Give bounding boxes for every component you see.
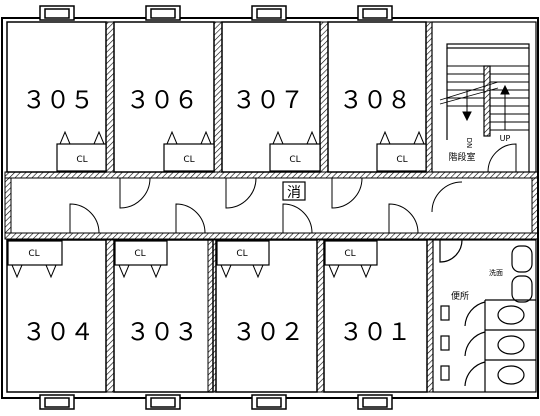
room-number-301: ３０１ <box>339 318 411 346</box>
corridor-west-wall <box>4 177 12 234</box>
closet-label-308: CL <box>396 155 407 165</box>
stair-down-label: DN <box>465 138 473 149</box>
corridor-north-wall <box>4 171 539 179</box>
corridor-label: 消 <box>287 185 301 201</box>
closet-label-304: CL <box>28 249 39 259</box>
room-number-303: ３０３ <box>126 318 198 346</box>
room-number-305: ３０５ <box>22 86 94 114</box>
stair-arrows <box>462 84 510 130</box>
restroom-wash-label: 洗面 <box>489 268 503 277</box>
closets-bottom <box>7 240 378 266</box>
stair-treads <box>439 65 529 131</box>
corridor-east-wall <box>531 177 539 234</box>
corridor-south-wall <box>4 232 539 240</box>
room-number-308: ３０８ <box>339 86 411 114</box>
closet-labels: CL CL CL CL CL CL CL CL <box>28 155 407 259</box>
top-window-boxes <box>39 5 393 21</box>
room-number-306: ３０６ <box>126 86 198 114</box>
room-number-304: ３０４ <box>22 318 94 346</box>
room-number-302: ３０２ <box>232 318 304 346</box>
room-number-307: ３０７ <box>232 86 304 114</box>
corridor-doors-top <box>119 177 463 213</box>
corridor-label-box <box>282 181 306 201</box>
closets-top <box>56 143 427 172</box>
restroom-toilet-label: 便所 <box>451 290 469 302</box>
bottom-window-boxes <box>39 394 393 410</box>
closet-label-305: CL <box>76 155 87 165</box>
closet-label-302: CL <box>236 249 247 259</box>
closet-label-303: CL <box>134 249 145 259</box>
closet-label-306: CL <box>183 155 194 165</box>
closet-door-marks-bottom <box>11 264 372 279</box>
stair-hall <box>431 21 537 173</box>
restroom <box>432 239 537 393</box>
room-numbers-top: ３０５ ３０６ ３０７ ３０８ <box>22 86 411 114</box>
closet-label-307: CL <box>289 155 300 165</box>
partition-walls <box>105 21 434 393</box>
stair-up-label: UP <box>500 134 511 143</box>
stair-door <box>487 143 517 173</box>
stair-room-label: 階段室 <box>448 151 475 163</box>
closet-label-301: CL <box>344 249 355 259</box>
corridor-doors-bottom <box>69 203 419 234</box>
closet-door-marks-top <box>59 130 425 145</box>
room-numbers-bottom: ３０４ ３０３ ３０２ ３０１ <box>22 318 411 346</box>
